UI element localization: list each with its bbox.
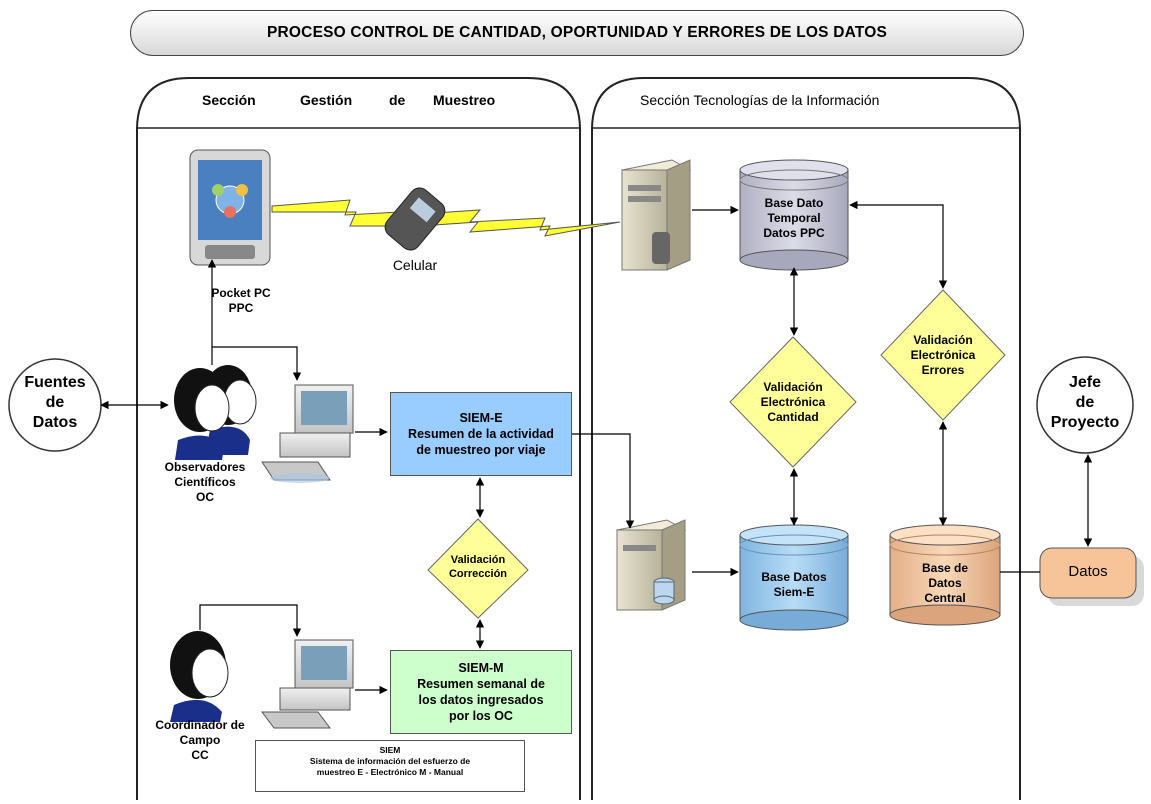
phone-icon <box>384 187 446 251</box>
diamond-validacion-correccion <box>427 518 529 619</box>
siem-m-title: SIEM-M <box>458 661 504 675</box>
db-temporal-label: Base Dato Temporal Datos PPC <box>763 196 825 240</box>
server-ppc-icon <box>620 159 692 271</box>
section-ti-title: Sección Tecnologías de la Información <box>640 92 880 108</box>
server-siem-icon <box>615 519 687 611</box>
jefe-label: Jefe de Proyecto <box>1050 374 1120 431</box>
siem-m-body: Resumen semanal de los datos ingresados … <box>417 677 545 723</box>
section-ti-frame <box>591 77 1021 800</box>
diamond-validacion-cantidad <box>729 336 857 468</box>
validacion-errores-label: Validación Electrónica Errores <box>910 333 976 377</box>
siem-e-body: Resumen de la actividad de muestreo por … <box>408 427 554 457</box>
celular-label: Celular <box>392 257 438 273</box>
pocket-pc-icon <box>189 149 271 266</box>
datos-label: Datos <box>1068 563 1108 580</box>
fuentes-label: Fuentes de Datos <box>24 374 86 431</box>
coordinador-icon <box>170 631 229 722</box>
observadores-icon <box>174 365 257 460</box>
validacion-correccion-label: Validación Corrección <box>448 554 508 580</box>
computer-oc-icon <box>261 384 354 483</box>
diamond-validacion-errores <box>880 289 1006 421</box>
db-temporal-icon <box>739 159 849 271</box>
db-siem-e-icon <box>739 524 849 631</box>
section-gestion-title-4: Muestreo <box>433 92 496 108</box>
db-central-icon <box>889 524 1001 626</box>
section-gestion-title-1: Sección <box>202 92 256 108</box>
siem-legend: SIEM Sistema de información del esfuerzo… <box>255 740 525 792</box>
page-title: PROCESO CONTROL DE CANTIDAD, OPORTUNIDAD… <box>130 10 1024 56</box>
db-central-label: Base de Datos Central <box>921 561 969 605</box>
computer-cc-icon <box>261 639 354 729</box>
siem-legend-line1: Sistema de información del esfuerzo de <box>309 756 471 766</box>
wireless-link-icon <box>271 199 621 237</box>
section-gestion-title-3: de <box>389 92 406 108</box>
section-gestion-frame <box>136 77 581 800</box>
jefe-circle <box>1036 356 1134 454</box>
siem-legend-line2: muestreo E - Electrónico M - Manual <box>316 767 464 777</box>
db-siem-e-label: Base Datos Siem-E <box>761 570 827 599</box>
coordinador-label: Coordinador de Campo CC <box>155 718 245 762</box>
siem-legend-title: SIEM <box>379 745 401 755</box>
validacion-cantidad-label: Validación Electrónica Cantidad <box>760 380 826 424</box>
observadores-label: Observadores Científicos OC <box>164 460 246 504</box>
pocket-pc-label: Pocket PC PPC <box>211 286 271 315</box>
datos-box <box>1039 547 1137 599</box>
connectors <box>100 200 1093 695</box>
siem-m-box: SIEM-M Resumen semanal de los datos ingr… <box>390 650 572 734</box>
siem-e-box: SIEM-E Resumen de la actividad de muestr… <box>390 392 572 476</box>
section-gestion-title-2: Gestión <box>300 92 353 108</box>
siem-e-title: SIEM-E <box>459 411 503 425</box>
